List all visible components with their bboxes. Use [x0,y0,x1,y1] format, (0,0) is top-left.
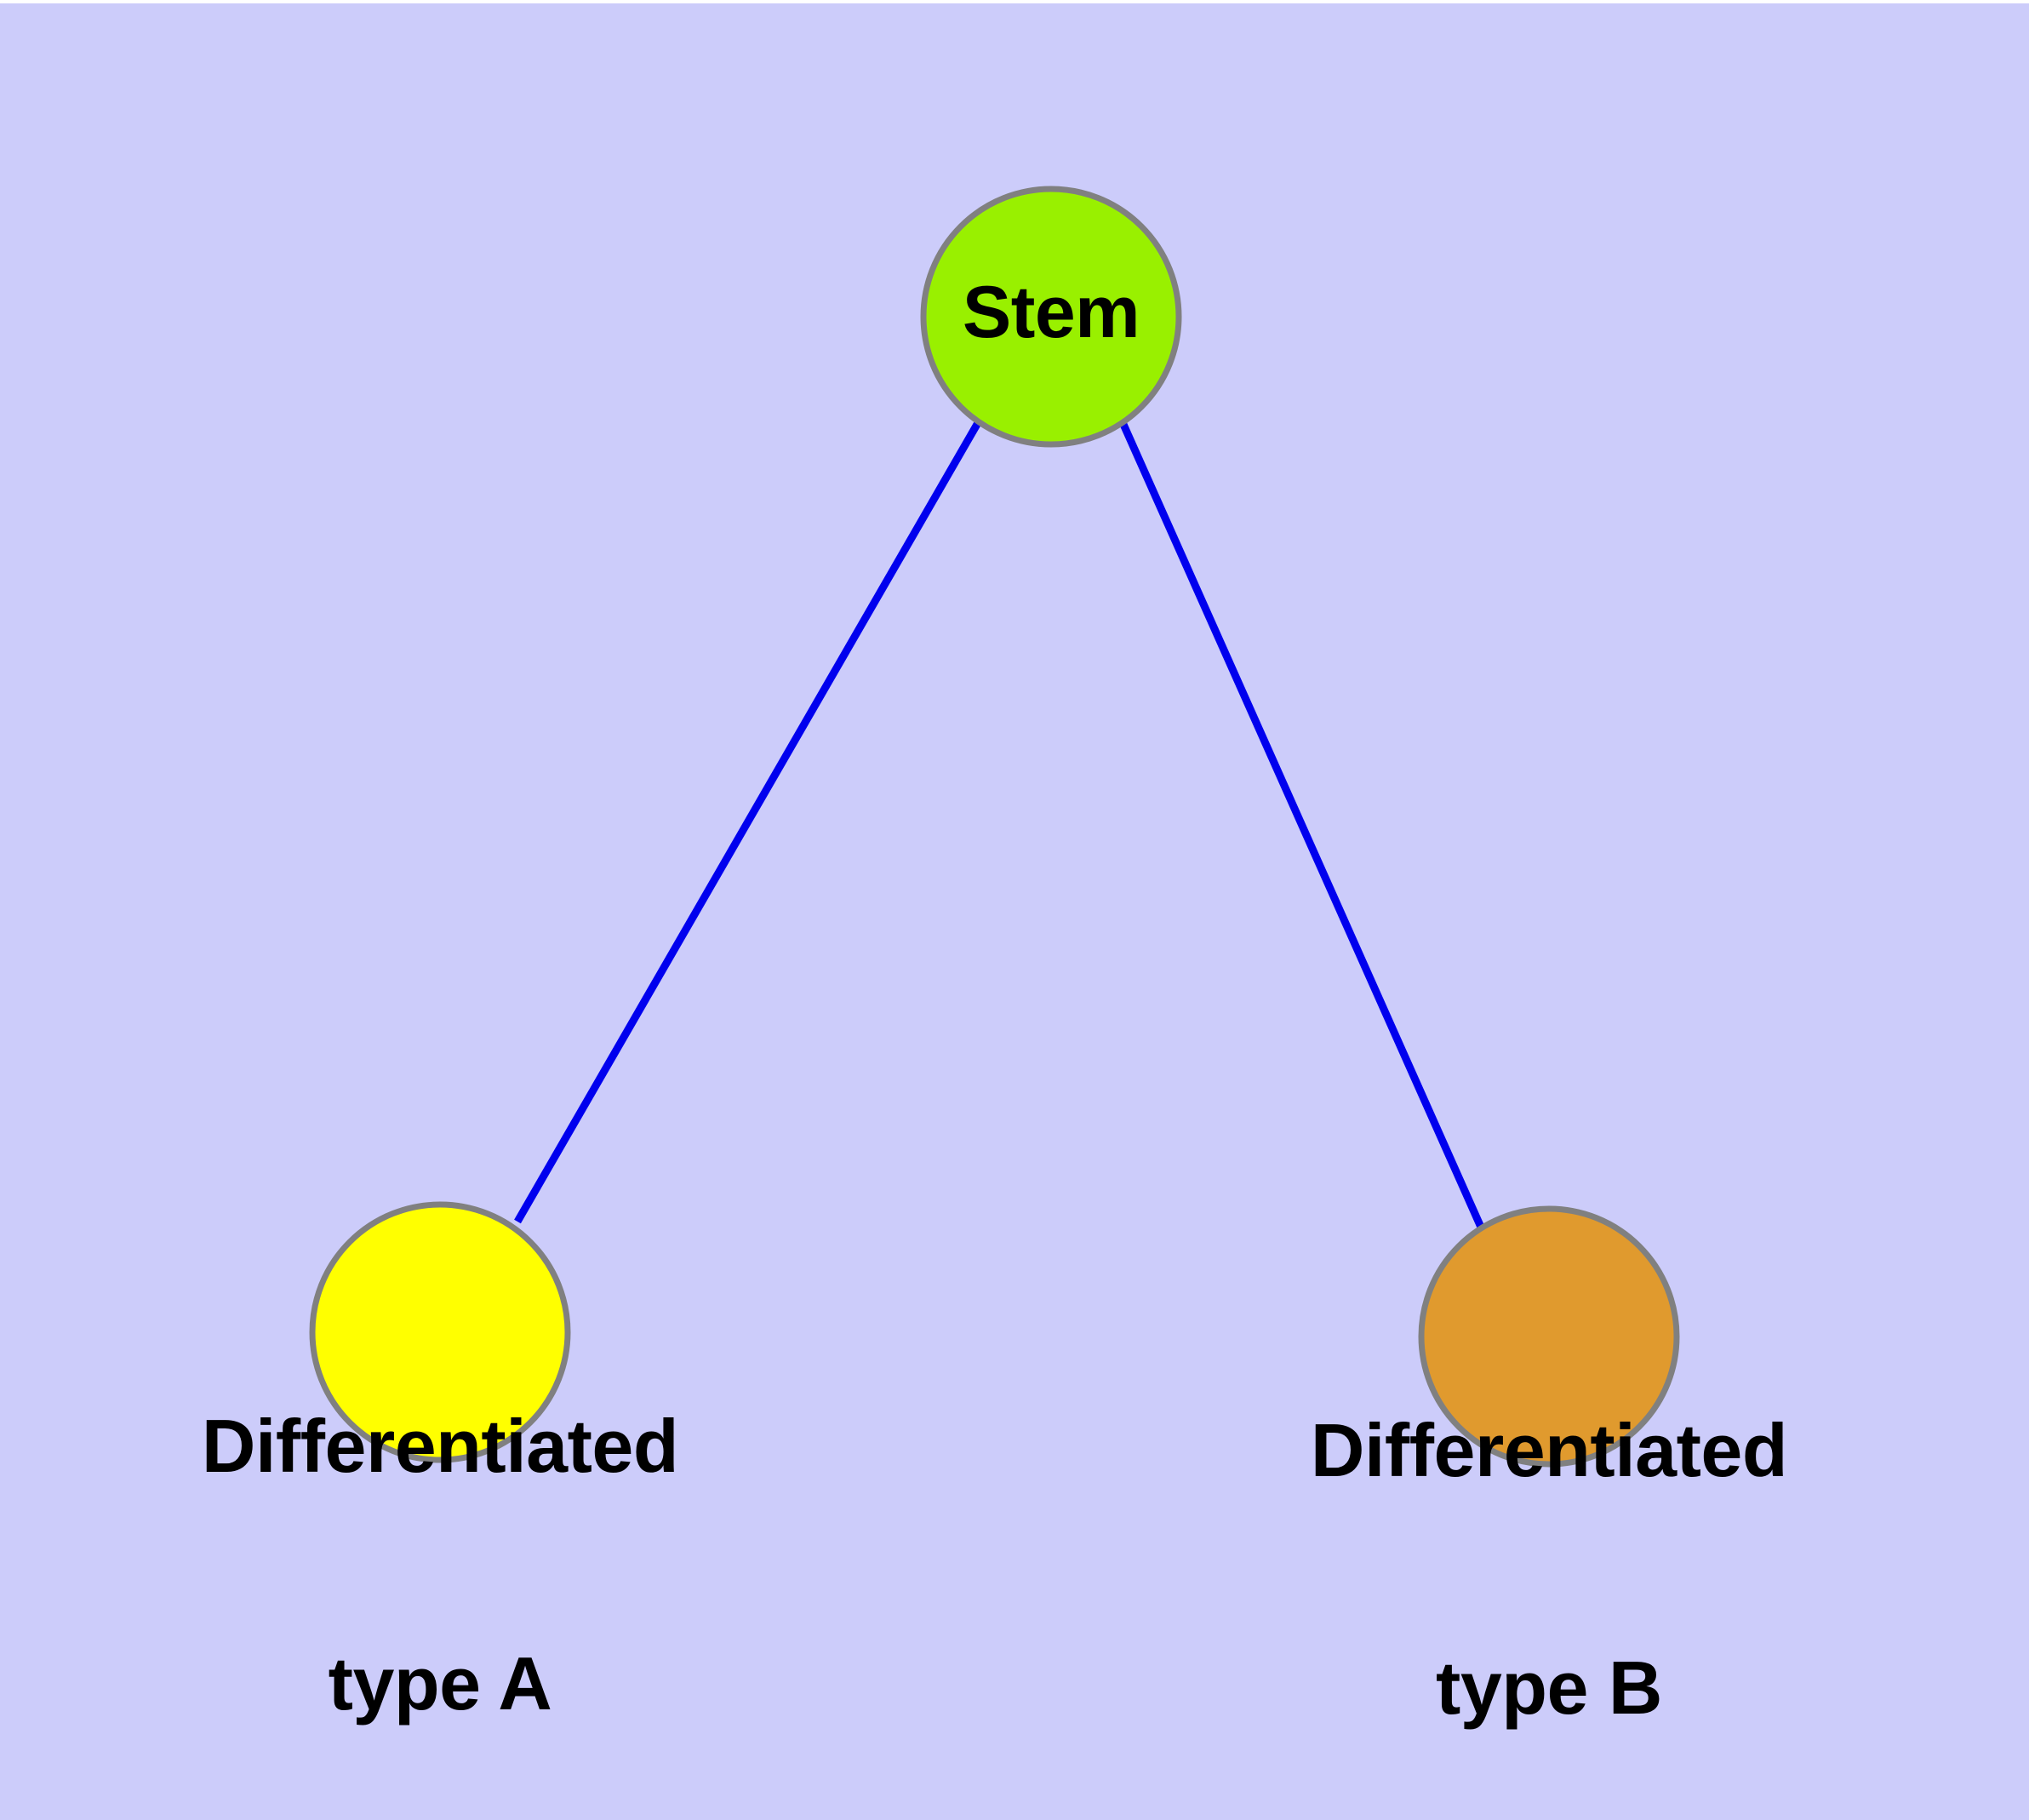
node-differentiated-type-a[interactable] [309,1201,571,1463]
edge-stem-to-differentiated-a[interactable] [514,419,982,1224]
node-group [309,186,1680,1468]
top-margin-strip [0,0,2029,3]
edge-stem-to-differentiated-b[interactable] [1117,419,1487,1233]
node-differentiated-type-b[interactable] [1418,1205,1680,1468]
node-stem[interactable] [920,186,1182,448]
edge-group [514,419,1487,1233]
